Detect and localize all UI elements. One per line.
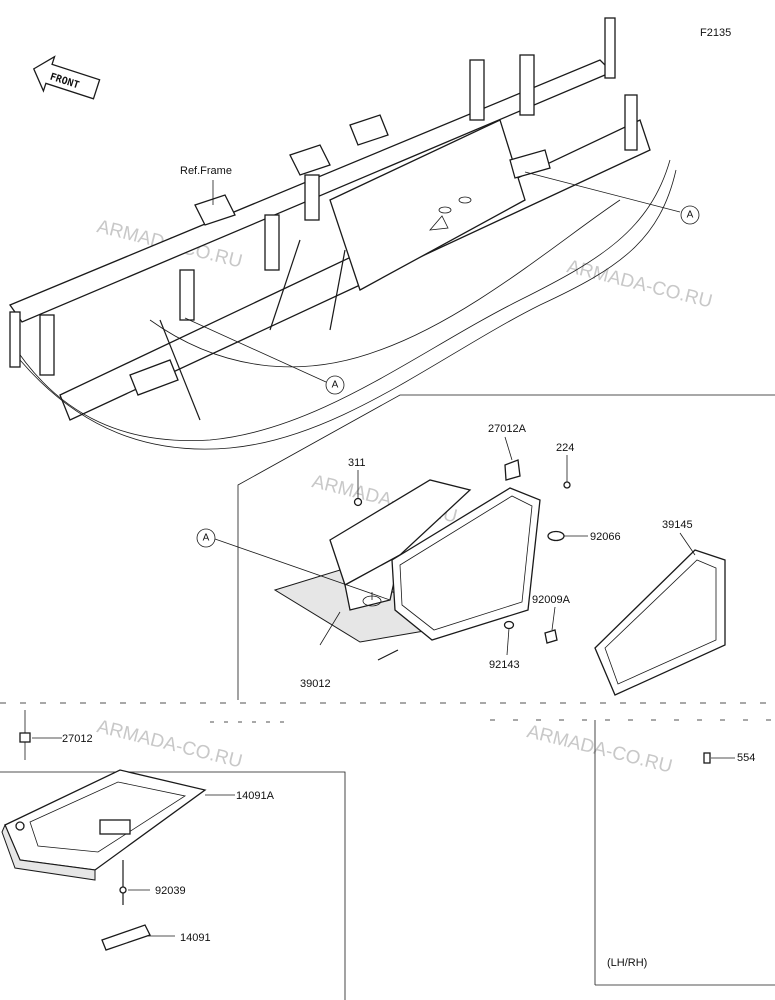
part-label-27012: 27012	[62, 733, 93, 745]
callout-letter: A	[687, 210, 694, 221]
grommet-icon	[547, 530, 565, 542]
lid-39145	[594, 549, 726, 696]
callout-circle	[325, 375, 345, 395]
strip-14091	[101, 924, 151, 951]
part-label-92039: 92039	[155, 885, 186, 897]
part-label-14091A: 14091A	[236, 790, 275, 802]
front-arrow: FRONT	[32, 55, 101, 100]
lh-rh-note: (LH/RH)	[607, 957, 647, 969]
tray-14091A	[1, 769, 207, 881]
callout-circle	[680, 205, 700, 225]
part-label-224: 224	[556, 442, 574, 454]
part-label-27012A: 27012A	[488, 423, 527, 435]
screw-icon	[563, 481, 571, 489]
part-label-92009A: 92009A	[532, 594, 571, 606]
figure-code: F2135	[700, 27, 731, 39]
clip-icon	[504, 459, 521, 481]
callout-letter: A	[203, 533, 210, 544]
part-label-92066: 92066	[590, 531, 621, 543]
part-label-311: 311	[348, 457, 366, 469]
frame-rim	[391, 487, 541, 641]
callout-letter: A	[332, 380, 339, 391]
bolt-icon	[353, 497, 363, 507]
ref-frame-label: Ref.Frame	[180, 165, 232, 177]
fastener-icon	[703, 752, 711, 764]
part-label-92143: 92143	[489, 659, 520, 671]
rivet-icon	[544, 629, 558, 644]
watermark: ARMADA-CO.RU	[525, 721, 675, 777]
part-label-39012: 39012	[300, 678, 331, 690]
watermark: ARMADA-CO.RU	[565, 256, 715, 312]
washer-icon	[503, 620, 515, 630]
part-label-39145: 39145	[662, 519, 693, 531]
part-label-554: 554	[737, 752, 755, 764]
part-label-14091: 14091	[180, 932, 211, 944]
watermark: ARMADA-CO.RU	[95, 716, 245, 772]
pin-icon	[377, 649, 399, 661]
bracket-icon	[19, 732, 31, 743]
callout-circle	[196, 528, 216, 548]
frame-assembly	[9, 17, 677, 450]
